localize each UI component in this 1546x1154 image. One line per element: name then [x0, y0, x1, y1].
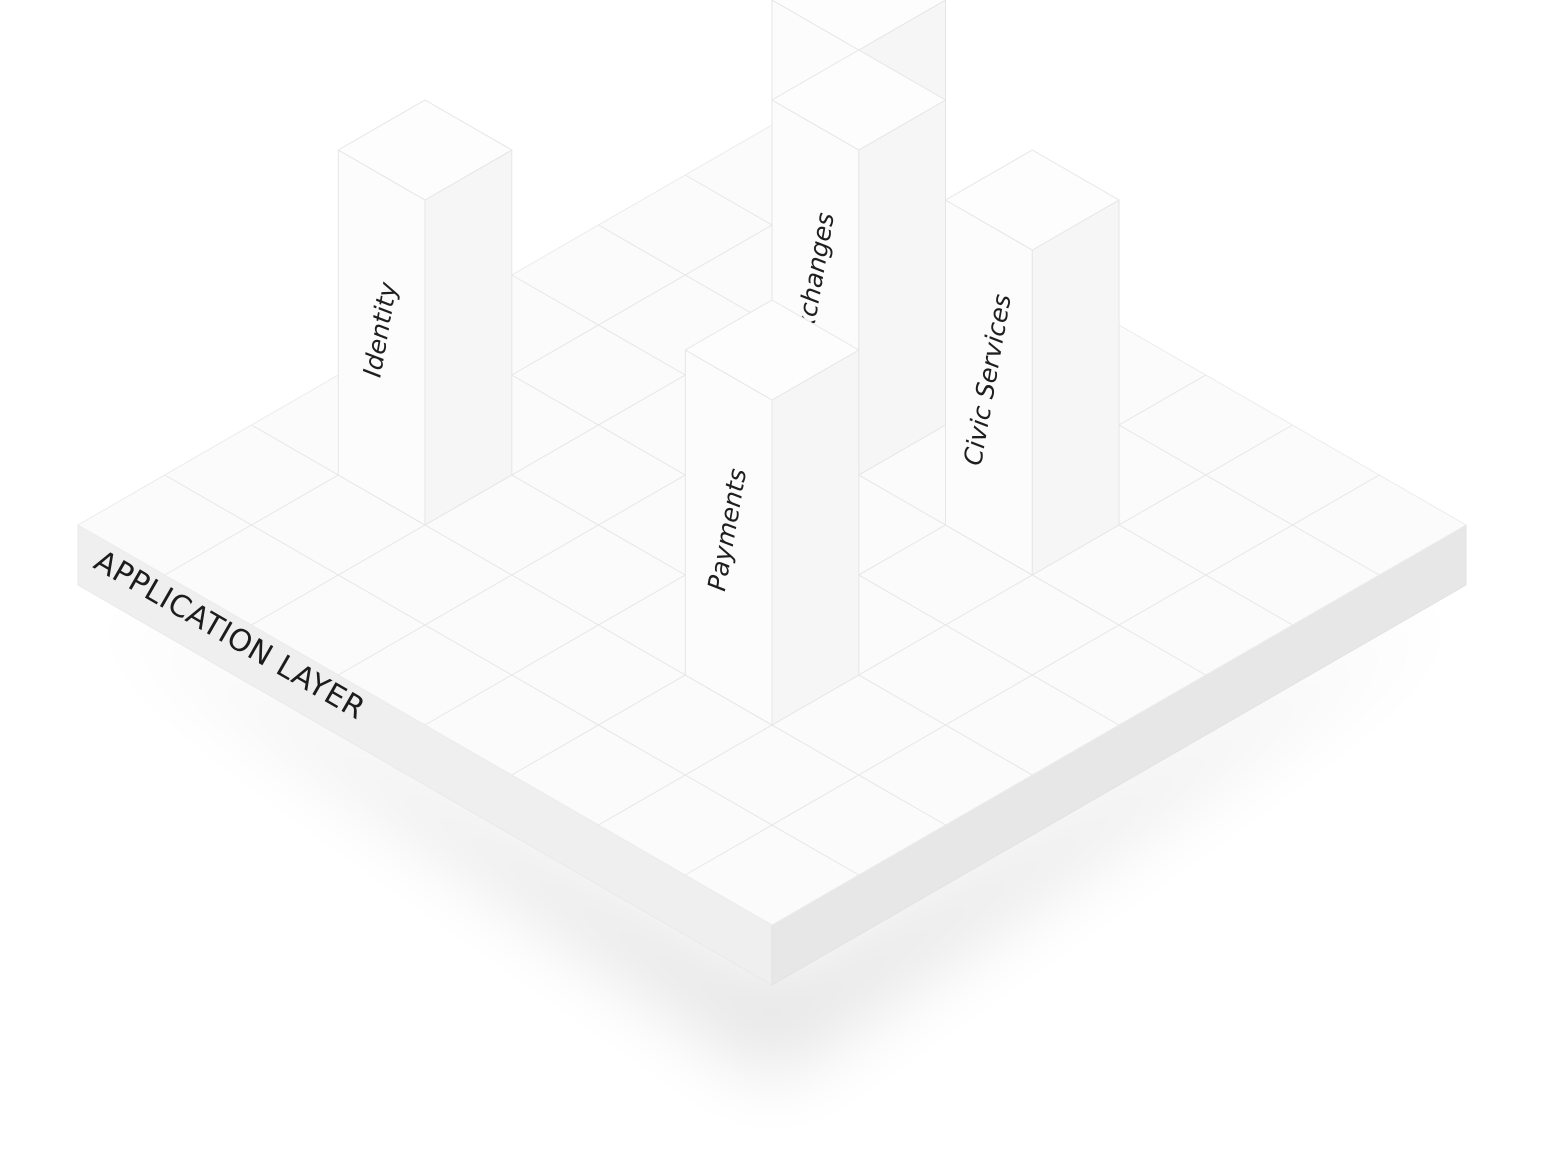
tower-top-face — [771, 49, 946, 151]
tower-payments: Payments — [684, 299, 860, 726]
tower-top-face — [337, 99, 513, 201]
towers: AI AgentsExchangesIdentityCivic Services… — [337, 0, 1120, 726]
tower-civic-services: Civic Services — [945, 149, 1120, 576]
tower-right-face — [1031, 199, 1120, 576]
grid-line — [164, 474, 859, 876]
tower-top-face — [684, 299, 860, 401]
grid-line — [685, 474, 1380, 876]
tower-right-face — [424, 149, 513, 526]
tower-right-face — [771, 349, 860, 726]
tower-top-face — [945, 149, 1120, 251]
tower-right-face — [858, 99, 946, 476]
platform-shadow — [90, 600, 1460, 1080]
grid-line — [598, 424, 1293, 826]
tower-identity: Identity — [337, 99, 513, 526]
